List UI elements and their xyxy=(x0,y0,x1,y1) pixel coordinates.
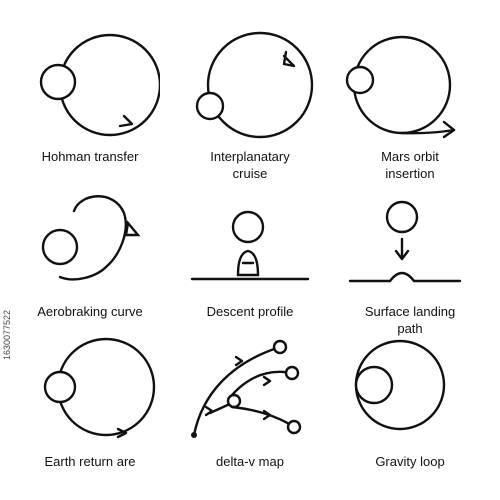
delta-v-map-icon xyxy=(191,339,302,438)
earth-return-arc-label: Earth return are xyxy=(44,454,136,469)
icon-cell-surface-landing-path: Surface landing path xyxy=(340,185,480,336)
descent-profile-label: Descent profile xyxy=(206,304,294,319)
surface-landing-path-label: Surface landing path xyxy=(364,304,456,336)
gravity-loop-label: Gravity loop xyxy=(375,454,445,469)
descent-profile-icon xyxy=(190,210,310,281)
icon-cell-hohman-transfer: Hohman transfer xyxy=(20,30,160,164)
icon-cell-interplanatary-cruise: Interplanatary cruise xyxy=(180,30,320,181)
icon-cell-delta-v-map: delta-v map xyxy=(180,335,320,469)
aerobraking-curve-icon xyxy=(41,195,141,281)
icon-cell-mars-orbit-insertion: Mars orbit insertion xyxy=(340,30,480,181)
interplanatary-cruise-icon xyxy=(195,31,314,139)
interplanatary-cruise-label: Interplanatary cruise xyxy=(210,149,290,181)
mars-orbit-insertion-icon xyxy=(345,35,456,139)
icon-cell-descent-profile: Descent profile xyxy=(180,185,320,319)
mars-orbit-insertion-label: Mars orbit insertion xyxy=(381,149,439,181)
hohman-transfer-icon xyxy=(39,33,160,137)
stock-id: 1630077522 xyxy=(2,309,12,360)
icon-cell-earth-return-arc: Earth return are xyxy=(20,335,160,469)
delta-v-map-label: delta-v map xyxy=(216,454,284,469)
surface-landing-path-icon xyxy=(348,200,462,283)
icon-cell-aerobraking-curve: Aerobraking curve xyxy=(20,185,160,319)
earth-return-arc-icon xyxy=(43,337,156,439)
hohman-transfer-label: Hohman transfer xyxy=(41,149,139,164)
icon-cell-gravity-loop: Gravity loop xyxy=(340,335,480,469)
aerobraking-curve-label: Aerobraking curve xyxy=(37,304,143,319)
gravity-loop-icon xyxy=(354,339,446,431)
